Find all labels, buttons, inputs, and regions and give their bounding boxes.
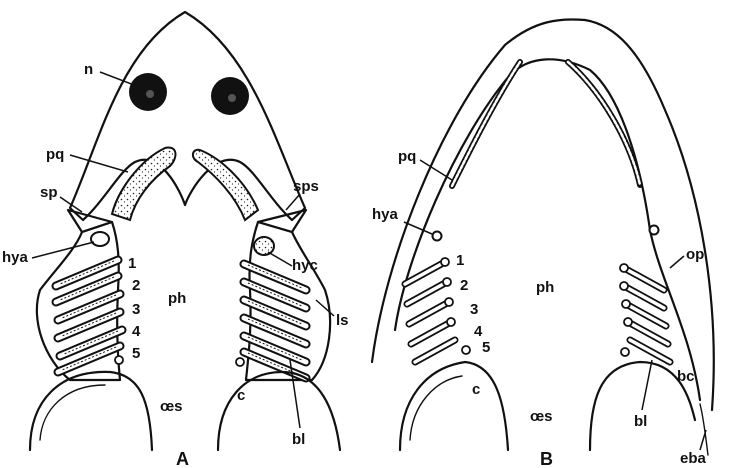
- leader-op-b: [670, 256, 684, 268]
- leader-pq-a: [70, 155, 128, 172]
- panel-caption-a: A: [176, 449, 189, 468]
- label-pq-a: pq: [46, 146, 64, 163]
- label-arch3-b: 3: [470, 301, 478, 318]
- label-ph-b: ph: [536, 279, 554, 296]
- label-pq-b: pq: [398, 148, 416, 165]
- oesophagus-right-a: [218, 372, 340, 450]
- label-arch1-b: 1: [456, 252, 464, 269]
- panel-a: n pq sp sps hya hyc 1 2 3 4 5 ph ls œs c…: [2, 12, 349, 468]
- arch5-ring-left-a: [115, 356, 123, 364]
- gill-filaments-right-b: [624, 268, 670, 362]
- label-ls-a: ls: [336, 312, 349, 329]
- leader-sps-a: [286, 194, 300, 210]
- label-sps-a: sps: [293, 178, 319, 195]
- label-arch5-a: 5: [132, 345, 140, 362]
- leader-n-a: [100, 72, 134, 85]
- nostril-right-a: [211, 77, 249, 115]
- oesophagus-left-a: [30, 372, 152, 450]
- label-arch1-a: 1: [128, 255, 136, 272]
- label-arch4-b: 4: [474, 323, 483, 340]
- label-c-a: c: [237, 387, 245, 404]
- nostril-left-a: [129, 73, 167, 111]
- label-ph-a: ph: [168, 290, 186, 307]
- label-c-b: c: [472, 381, 480, 398]
- leader-ls-a: [316, 300, 334, 316]
- label-oes-a: œs: [160, 398, 183, 415]
- arch-ring-right-a: [236, 358, 244, 366]
- panel-caption-b: B: [540, 449, 553, 468]
- label-arch5-b: 5: [482, 339, 490, 356]
- leader-hyc-a: [268, 252, 292, 266]
- label-hya-b: hya: [372, 206, 399, 223]
- label-bl-b: bl: [634, 413, 647, 430]
- label-oes-b: œs: [530, 408, 553, 425]
- leader-bl-b: [642, 360, 652, 410]
- label-op-b: op: [686, 246, 704, 263]
- leader-hya-b: [404, 222, 432, 234]
- hyomandibular-right-b: [650, 226, 659, 235]
- hyoid-cartilage-a-right: [254, 237, 274, 255]
- gill-filaments-left-b: [405, 262, 455, 362]
- palatoquadrate-right-b: [568, 62, 640, 185]
- label-hya-a: hya: [2, 249, 29, 266]
- label-hyc-a: hyc: [292, 257, 318, 274]
- hyomandibular-a-left: [91, 232, 109, 246]
- head-outline-b: [372, 19, 714, 410]
- leader-eba-b: [700, 430, 706, 450]
- hyomandibular-left-b: [433, 232, 442, 241]
- oesophagus-inner-left-b: [410, 376, 462, 440]
- label-arch3-a: 3: [132, 301, 140, 318]
- label-arch2-a: 2: [132, 277, 140, 294]
- label-n-a: n: [84, 61, 93, 78]
- label-bl-a: bl: [292, 431, 305, 448]
- gill-filaments-left-a: [56, 260, 122, 372]
- label-arch2-b: 2: [460, 277, 468, 294]
- palatoquadrate-left-a: [112, 148, 175, 220]
- panel-b: pq hya 1 2 3 4 5 ph op bc œs c bl eba B: [372, 19, 714, 468]
- oesophagus-left-b: [400, 362, 508, 450]
- label-eba-b: eba: [680, 450, 707, 467]
- leader-hya-a: [32, 242, 94, 258]
- label-sp-a: sp: [40, 184, 58, 201]
- label-bc-b: bc: [677, 368, 695, 385]
- label-arch4-a: 4: [132, 323, 141, 340]
- gill-filaments-right-a: [244, 264, 306, 378]
- palatoquadrate-right-b-inner: [568, 62, 640, 185]
- snout-outline-a: [70, 12, 305, 220]
